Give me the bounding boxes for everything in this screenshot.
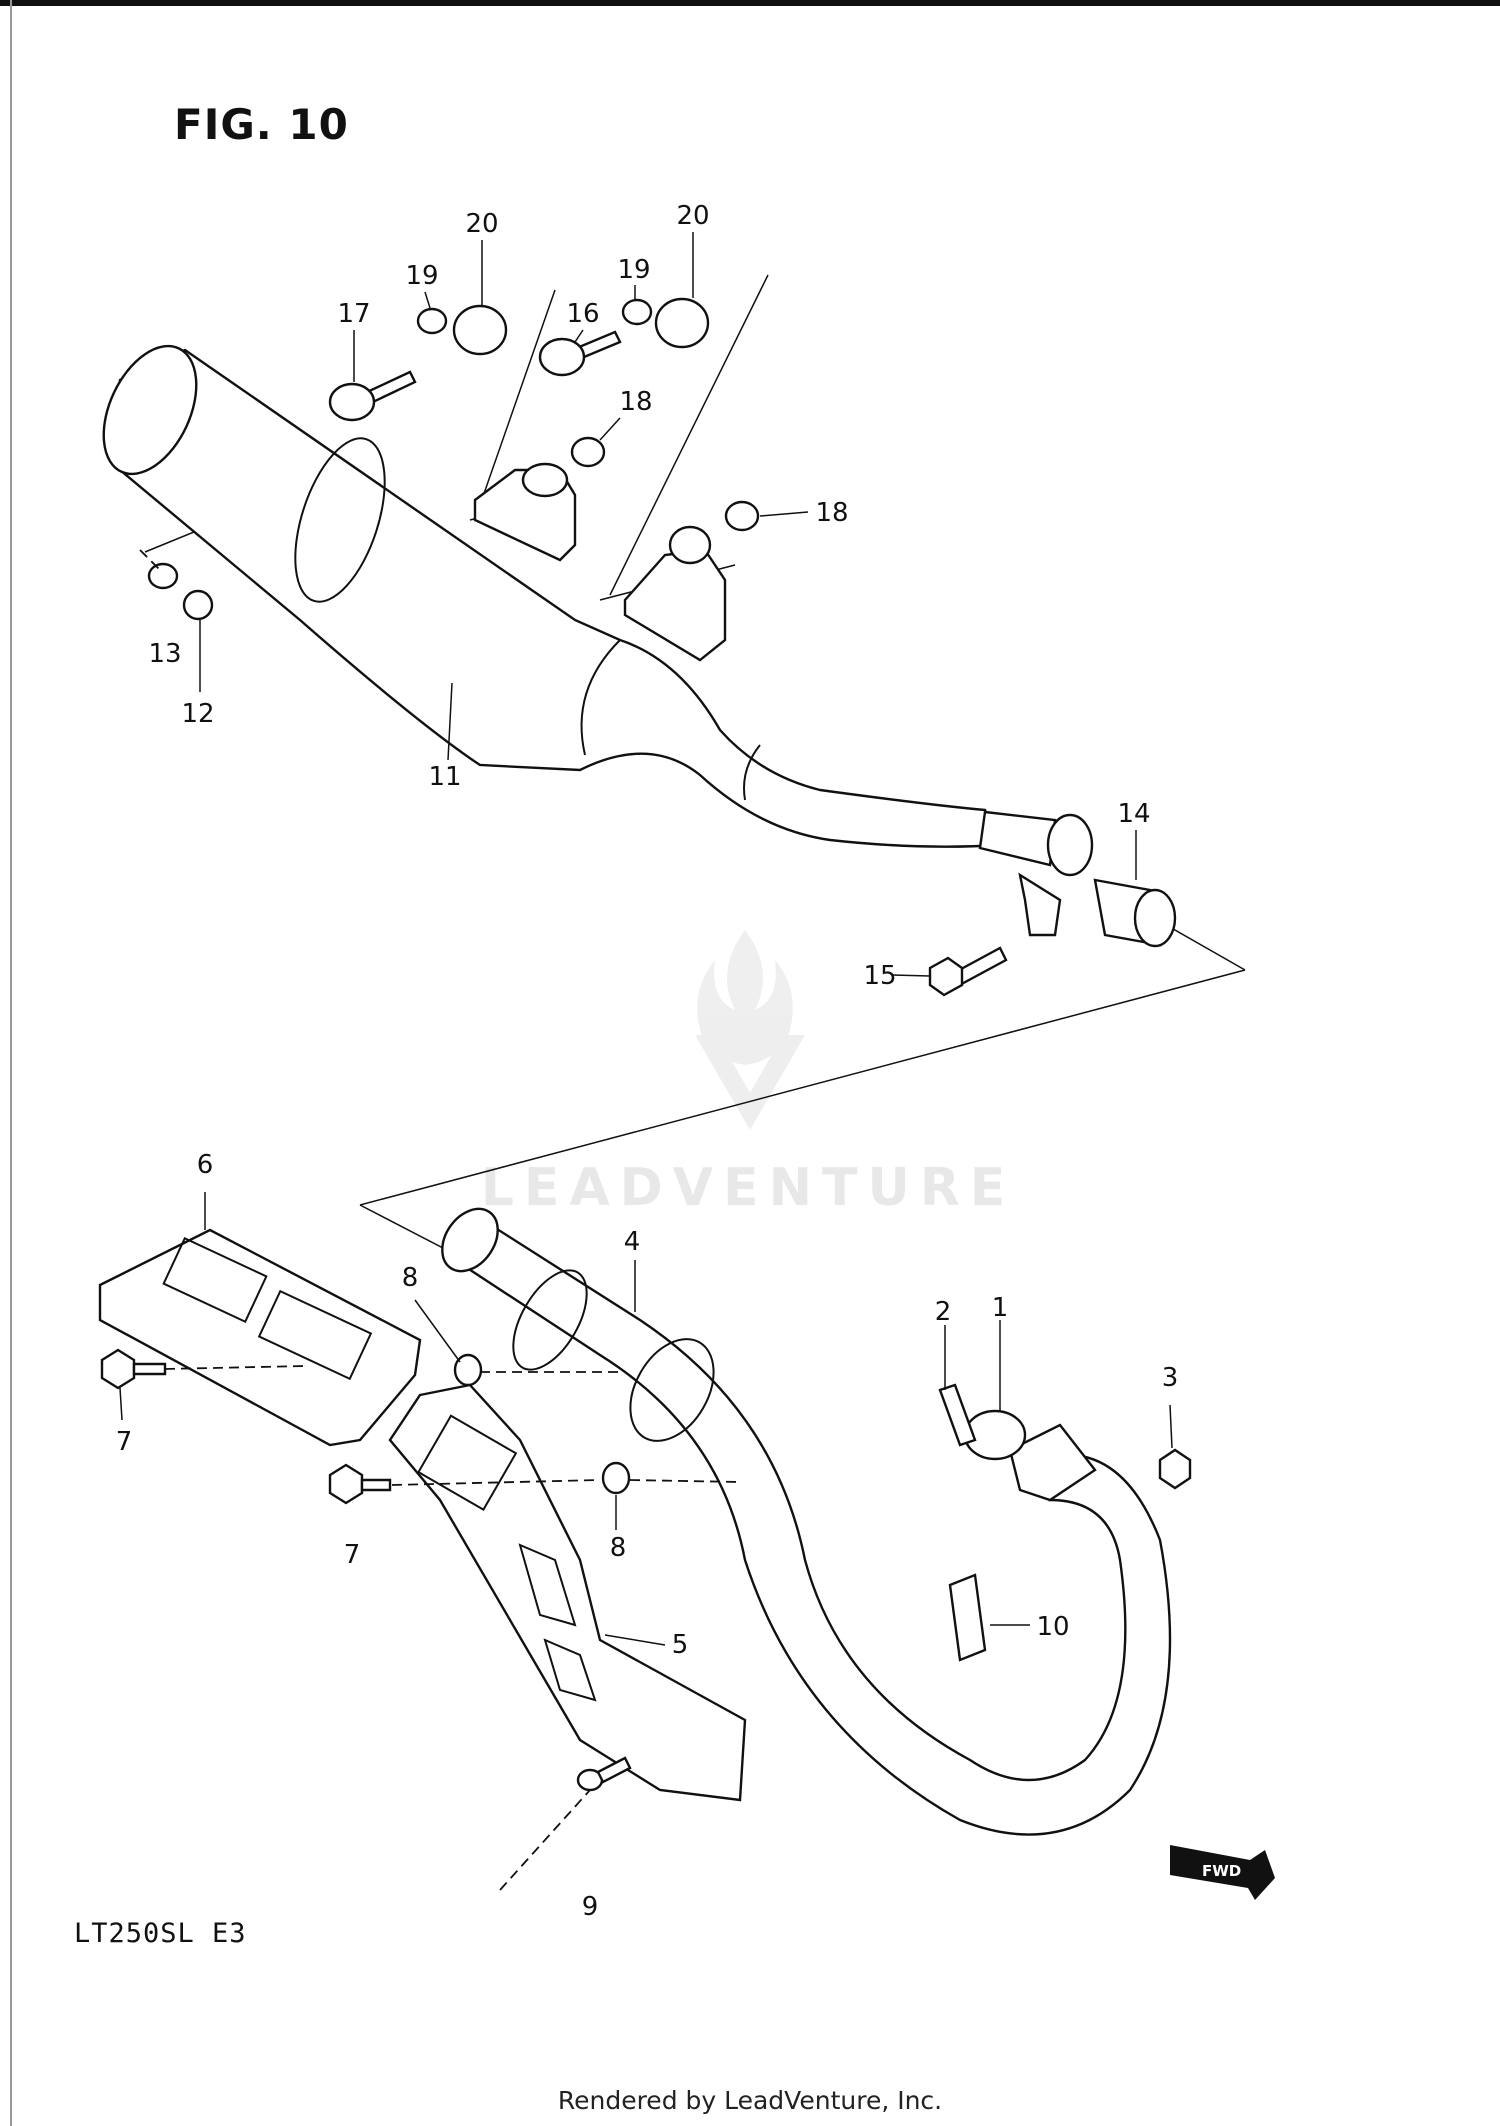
shield-cutout [518, 1543, 577, 1627]
washer-13 [147, 562, 179, 590]
nut-3 [1158, 1448, 1192, 1490]
footer-credit: Rendered by LeadVenture, Inc. [557, 2086, 943, 2115]
callout-12: 12 [181, 699, 214, 729]
callout-19-left: 19 [405, 261, 438, 291]
expansion-chamber-cap [512, 1269, 588, 1371]
left-border [10, 0, 12, 2126]
pipe-clamp [978, 810, 1057, 867]
joint-opening [1133, 888, 1177, 948]
callout-11: 11 [428, 762, 461, 792]
bolt-15-head [928, 956, 964, 997]
watermark-text: LEADVENTURE [481, 1158, 1016, 1218]
bolt-7-shank [132, 1362, 167, 1376]
shield-cutout [162, 1236, 268, 1324]
callout-19-right: 19 [617, 255, 650, 285]
bolt-17-head [328, 382, 376, 422]
guide-line [359, 969, 1246, 1206]
guide-line [609, 274, 769, 596]
callout-4: 4 [624, 1227, 641, 1257]
callout-16: 16 [566, 299, 599, 329]
muffler-body [118, 348, 1002, 848]
callout-10: 10 [1036, 1612, 1069, 1642]
washer-18 [724, 500, 760, 532]
callout-3: 3 [1162, 1363, 1179, 1393]
expansion-chamber-cap [629, 1338, 715, 1442]
clamp-ear [1018, 872, 1062, 937]
guide-line [499, 1789, 591, 1891]
muffler-end-cap [102, 344, 198, 476]
bracket-hole [668, 525, 712, 565]
callout-8-lower: 8 [610, 1533, 627, 1563]
shield-cutout [417, 1414, 518, 1511]
figure-title: FIG. 10 [174, 100, 349, 149]
exhaust-pipe-assembly: FWD [98, 1207, 1275, 1900]
guide-line [629, 1479, 741, 1483]
bolt-16-head [538, 337, 586, 377]
callout-1: 1 [992, 1293, 1009, 1323]
heat-shield-5 [388, 1383, 747, 1802]
muffler-seam [580, 639, 621, 756]
callout-18-upper: 18 [619, 387, 652, 417]
collar-19 [621, 298, 653, 326]
fwd-badge-text: FWD [1202, 1862, 1241, 1880]
bolt-7-head [100, 1348, 136, 1390]
callout-17: 17 [337, 299, 370, 329]
collar-19 [416, 307, 448, 335]
screw-9-shank [596, 1756, 632, 1784]
watermark-v-icon [695, 1035, 805, 1130]
bracket-10 [948, 1573, 987, 1662]
guide-line [139, 549, 161, 571]
washer-8 [453, 1353, 483, 1387]
callout-2: 2 [935, 1297, 952, 1327]
guide-line [391, 1479, 601, 1486]
top-border [0, 0, 1500, 6]
muffler-seam [743, 744, 761, 801]
watermark-flame-icon [697, 930, 793, 1065]
cushion-20 [654, 297, 710, 349]
model-code: LT250SL E3 [74, 1918, 247, 1949]
shield-cutout [257, 1289, 373, 1381]
leader-lines [119, 232, 1173, 1646]
washer-18 [570, 436, 606, 468]
pipe-flange [1008, 1423, 1097, 1502]
bolt-7-shank [360, 1478, 392, 1492]
callout-15: 15 [863, 961, 896, 991]
callout-7-upper: 7 [116, 1427, 133, 1457]
callout-14: 14 [1117, 799, 1150, 829]
stud-2 [938, 1383, 977, 1447]
callout-labels: 1 2 3 4 5 6 7 7 8 8 9 10 11 12 13 14 15 … [116, 201, 1179, 1922]
callout-18-lower: 18 [815, 498, 848, 528]
pipe-inlet [441, 1207, 499, 1273]
rear-mount-bracket [623, 548, 727, 662]
callout-6: 6 [197, 1150, 214, 1180]
muffler-assembly [102, 274, 1246, 1263]
watermark: LEADVENTURE [481, 930, 1016, 1218]
callout-7-lower: 7 [344, 1540, 361, 1570]
guide-line [164, 1365, 306, 1370]
callout-13: 13 [148, 639, 181, 669]
muffler-band [294, 437, 386, 603]
bolt-7-head [328, 1463, 364, 1505]
guide-line [479, 289, 556, 506]
callout-9: 9 [582, 1892, 599, 1922]
callout-8-upper: 8 [402, 1263, 419, 1293]
callout-5: 5 [672, 1630, 689, 1660]
pipe-outlet [1046, 813, 1094, 877]
callout-20-right: 20 [676, 201, 709, 231]
cushion-20 [452, 304, 508, 356]
washer-8 [601, 1461, 631, 1495]
forward-direction-arrow-icon: FWD [1170, 1845, 1275, 1900]
shield-cutout [543, 1638, 597, 1702]
plug-12 [182, 589, 214, 621]
callout-20-left: 20 [465, 209, 498, 239]
bracket-hole [521, 462, 569, 498]
